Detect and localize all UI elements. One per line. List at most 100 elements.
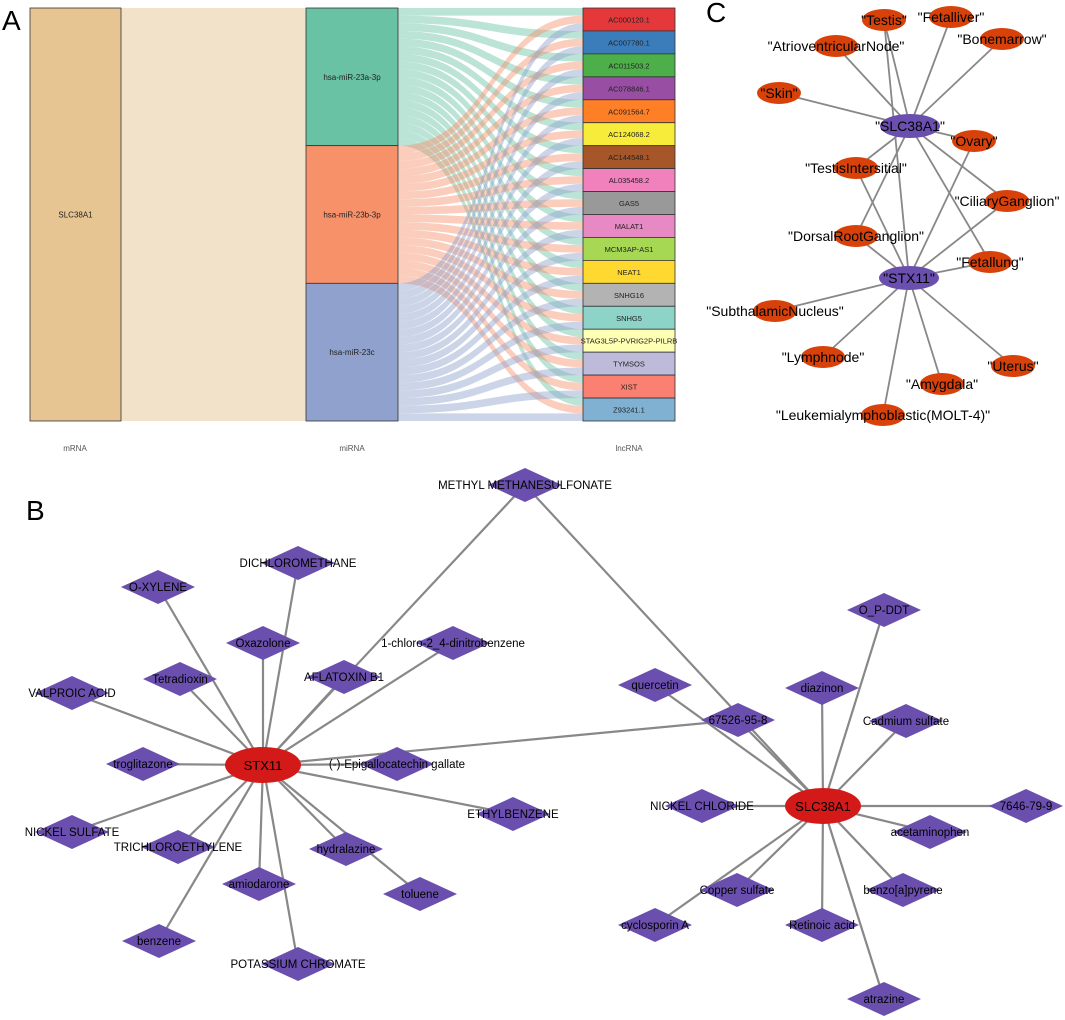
chemical-node-valproic-acid	[35, 676, 109, 710]
chemical-node-benzo-a-pyrene	[866, 873, 940, 907]
chemical-label-1-chloro-2-4-dinitrobenzene: 1-chloro-2_4-dinitrobenzene	[381, 638, 525, 650]
mrna-bar	[29, 7, 122, 422]
hub-node-stx11	[225, 747, 301, 783]
flow-hsa-mir-23c-to-ac144548-1	[398, 160, 583, 337]
hub-label-slc38a1: "SLC38A1"	[875, 118, 945, 134]
flow-hsa-mir-23a-3p-to-ac124068-2	[398, 46, 583, 131]
flow-hsa-mir-23c-to-ac091564-7	[398, 115, 583, 322]
chemical-node-retinoic-acid	[785, 908, 859, 942]
flow-hsa-mir-23c-to-snhg16	[398, 298, 583, 383]
flow-hsa-mir-23a-3p-to-tymsos	[398, 122, 583, 360]
lncrna-label-mcm3ap-as1: MCM3AP-AS1	[605, 245, 654, 254]
edge-stx11-lymphnode	[822, 277, 910, 358]
chemical-label-7646-79-9: 7646-79-9	[1000, 801, 1052, 813]
chemical-node-o-xylene	[121, 570, 195, 604]
chemical-node-nickel-chloride	[665, 789, 739, 823]
edge-stx11-ciliaryganglion	[908, 200, 1008, 279]
flow-hsa-mir-23a-3p-to-snhg16	[398, 99, 583, 291]
edge-slc38a1-retinoic-acid	[820, 805, 825, 926]
chemical-label-diazinon: diazinon	[801, 683, 844, 695]
edge-stx11-67526-95-8	[262, 718, 739, 767]
chemical-node-benzene	[122, 924, 196, 958]
chemical-node-nickel-sulfate	[35, 815, 109, 849]
hub-node-slc38a1	[880, 114, 940, 138]
chemical-label-hydralazine: hydralazine	[317, 844, 376, 856]
lncrna-label-snhg16: SNHG16	[614, 291, 644, 300]
edge-slc38a1-fetalliver	[909, 16, 952, 127]
mirna-label-hsa-mir-23b-3p: hsa-miR-23b-3p	[323, 211, 381, 220]
chemical-node-7646-79-9	[989, 789, 1063, 823]
edge-stx11-nickel-sulfate	[71, 763, 264, 834]
chemical-node-atrazine	[847, 982, 921, 1016]
hub-label-stx11: "STX11"	[883, 270, 935, 286]
chemical-label-aflatoxin-b1: AFLATOXIN B1	[304, 672, 384, 684]
flow-hsa-mir-23c-to-neat1	[398, 275, 583, 376]
flow-hsa-mir-23a-3p-to-ac144548-1	[398, 53, 583, 154]
flow-hsa-mir-23b-3p-to-ac144548-1	[398, 153, 583, 200]
mrna-label: SLC38A1	[58, 211, 93, 220]
tissue-label-amygdala: "Amygdala"	[906, 376, 978, 392]
chemical-label-oxazolone: Oxazolone	[236, 638, 291, 650]
chemical-node-troglitazone	[106, 747, 180, 781]
edge-stx11-potassium-chromate	[261, 764, 300, 965]
tissue-label-skin: "Skin"	[760, 85, 797, 101]
flow-hsa-mir-23a-3p-to-gas5	[398, 69, 583, 200]
edge-slc38a1-quercetin	[654, 684, 824, 807]
flow-hsa-mir-23b-3p-to-malat1	[398, 214, 583, 230]
flow-hsa-mir-23c-to-tymsos	[398, 367, 583, 406]
flow-hsa-mir-23a-3p-to-stag3l5p-pvrig2p-pilrb	[398, 115, 583, 337]
lncrna-label-malat1: MALAT1	[615, 222, 644, 231]
chemical-label-potassium-chromate: POTASSIUM CHROMATE	[230, 959, 365, 971]
panel-letter-c: C	[706, 0, 726, 28]
chemical-node-copper-sulfate	[700, 873, 774, 907]
edge-stx11-amiodarone	[257, 764, 265, 885]
chemical-node-trichloroethylene	[141, 830, 215, 864]
chemical-node-epigallocatechin-gallate	[360, 747, 434, 781]
chemical-label-nickel-chloride: NICKEL CHLORIDE	[650, 801, 754, 813]
mirna-bar-hsa-mir-23b-3p	[305, 145, 399, 284]
flow-hsa-mir-23c-to-mcm3ap-as1	[398, 252, 583, 368]
flow-hsa-mir-23c-to-z93241-1	[398, 413, 583, 421]
lncrna-label-snhg5: SNHG5	[616, 314, 642, 323]
chemical-node-diazinon	[785, 671, 859, 705]
flow-hsa-mir-23a-3p-to-ac007780-1	[398, 15, 583, 39]
chemical-label-ethylbenzene: ETHYLBENZENE	[467, 809, 559, 821]
mirna-bar-hsa-mir-23c	[305, 282, 399, 422]
chemical-label-acetaminophen: acetaminophen	[891, 827, 970, 839]
edge-stx11-methyl-methanesulfonate	[262, 484, 526, 766]
edge-stx11-testis	[883, 19, 910, 279]
tissue-label-ciliaryganglion: "CiliaryGanglion"	[955, 193, 1060, 209]
lncrna-label-neat1: NEAT1	[617, 268, 641, 277]
chemical-label-o-p-ddt: O_P-DDT	[859, 605, 909, 617]
tissue-node-ovary	[952, 130, 996, 152]
flow-hsa-mir-23c-to-gas5	[398, 206, 583, 353]
sankey-bars	[29, 7, 676, 422]
lncrna-label-tymsos: TYMSOS	[613, 360, 645, 369]
edge-slc38a1-dorsalrootganglion	[855, 125, 911, 237]
hub-node-stx11	[879, 266, 939, 290]
tissue-node-testisintersitial	[834, 157, 878, 179]
chemical-node-cadmium-sulfate	[869, 704, 943, 738]
chemical-label-67526-95-8: 67526-95-8	[709, 715, 768, 727]
tissue-node-fetalliver	[929, 6, 973, 28]
column-label-mirna: miRNA	[339, 444, 365, 453]
flow-hsa-mir-23b-3p-to-ac007780-1	[398, 38, 583, 161]
tissue-label-testisintersitial: "TestisIntersitial"	[805, 160, 907, 176]
flow-hsa-mir-23a-3p-to-neat1	[398, 92, 583, 269]
edge-stx11-o-xylene	[157, 586, 264, 766]
mirna-bar-hsa-mir-23a-3p	[305, 7, 399, 147]
chemical-node-methyl-methanesulfonate	[488, 468, 562, 502]
tissue-node-bonemarrow	[980, 28, 1024, 50]
tissue-label-uterus: "Uterus"	[987, 358, 1038, 374]
tissue-label-lymphnode: "Lymphnode"	[782, 349, 865, 365]
chemical-node-67526-95-8	[701, 703, 775, 737]
tissue-label-fetalliver: "Fetalliver"	[918, 9, 985, 25]
flow-hsa-mir-23b-3p-to-z93241-1	[398, 275, 583, 414]
edge-stx11-dichloromethane	[261, 562, 300, 766]
flow-hsa-mir-23b-3p-to-ac091564-7	[398, 107, 583, 184]
flow-hsa-mir-23c-to-malat1	[398, 229, 583, 360]
flow-hsa-mir-23c-to-ac007780-1	[398, 46, 583, 299]
edge-stx11-benzene	[158, 764, 264, 942]
chemical-label-retinoic-acid: Retinoic acid	[789, 920, 855, 932]
